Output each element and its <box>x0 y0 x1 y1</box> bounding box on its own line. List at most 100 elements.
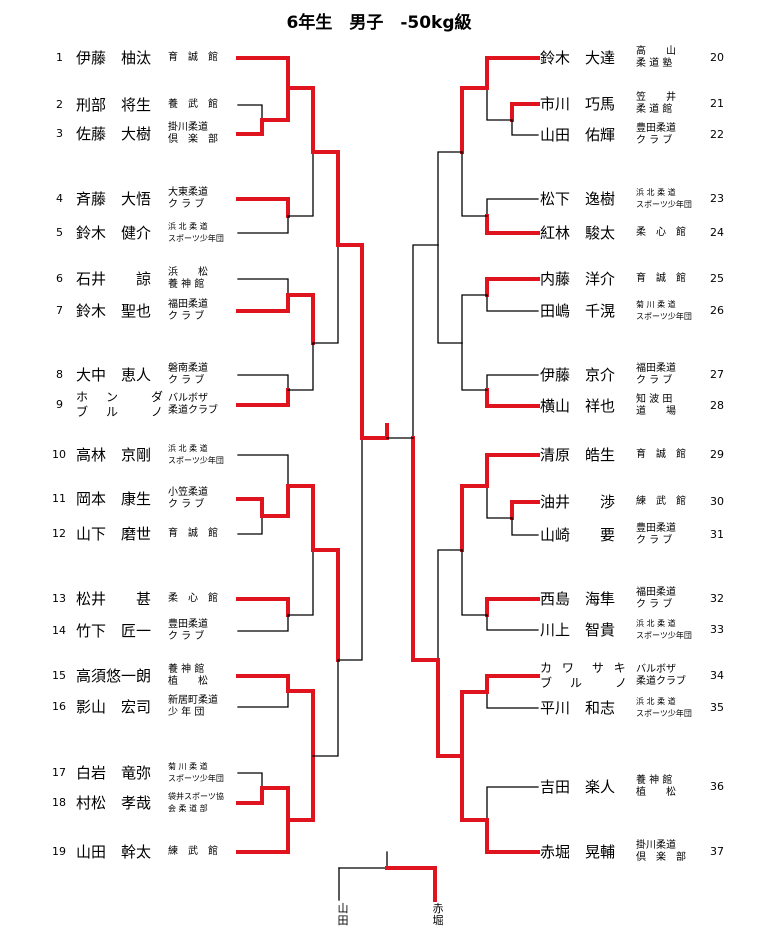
club-name: 浜 松養 神 館 <box>168 267 208 290</box>
bracket-line <box>286 86 315 154</box>
player-name: 赤堀 晃輔 <box>540 843 616 861</box>
club-name: 豊田柔道ク ラ ブ <box>168 619 208 642</box>
bracket-line <box>486 614 539 631</box>
seed-number: 11 <box>52 492 66 505</box>
player-name: 石井 諒 <box>76 270 152 288</box>
bracket-line <box>461 549 488 616</box>
player-name: 吉田 楽人 <box>540 778 616 796</box>
bracket-line <box>286 689 315 758</box>
seed-number: 7 <box>56 304 63 317</box>
seed-number: 9 <box>56 398 63 411</box>
bracket-line <box>286 484 315 552</box>
bracket-line <box>485 214 540 235</box>
seed-number: 19 <box>52 845 66 858</box>
bracket-line <box>236 293 290 313</box>
bracket-line <box>236 818 290 854</box>
seed-number: 15 <box>52 669 66 682</box>
player-name: 佐藤 大樹 <box>76 125 152 143</box>
club-name: 掛川柔道倶 楽 部 <box>636 840 686 863</box>
club-name: 豊田柔道ク ラ ブ <box>636 523 676 546</box>
club-name: 柔 心 館 <box>168 593 218 604</box>
club-name: 浜 北 柔 道スポーツ少年団 <box>168 222 224 243</box>
bracket-line <box>511 517 539 536</box>
club-name: 小笠柔道ク ラ ブ <box>168 487 208 510</box>
player-row: 14 竹下 匠一豊田柔道ク ラ ブ <box>0 616 758 646</box>
player-name: ホ ン ダブ ル ノ <box>76 390 167 419</box>
seed-number: 35 <box>710 701 724 714</box>
finalist-left-label: 山田 <box>337 902 349 927</box>
bracket-line <box>237 215 289 234</box>
bracket-line <box>236 197 290 218</box>
bracket-line <box>486 87 513 121</box>
bracket-line <box>486 485 513 519</box>
seed-number: 4 <box>56 192 63 205</box>
club-name: バルボザ柔道クラブ <box>168 393 218 416</box>
bracket-line <box>360 423 389 440</box>
club-name: 袋井スポーツ協会 柔 道 部 <box>168 792 224 813</box>
seed-number: 2 <box>56 98 63 111</box>
seed-number: 5 <box>56 226 63 239</box>
seed-number: 34 <box>710 669 724 682</box>
club-name: 練 武 館 <box>168 846 218 857</box>
bracket-line <box>461 342 488 391</box>
player-name: 山崎 要 <box>540 526 616 544</box>
player-name: 山田 幹太 <box>76 843 152 861</box>
seed-number: 8 <box>56 368 63 381</box>
seed-number: 33 <box>710 623 724 636</box>
bracket-line <box>260 484 290 518</box>
seed-number: 14 <box>52 624 66 637</box>
club-name: 菊 川 柔 道スポーツ少年団 <box>636 300 692 321</box>
player-name: 清原 皓生 <box>540 446 616 464</box>
player-name: 竹下 匠一 <box>76 622 152 640</box>
bracket-line <box>237 374 289 391</box>
player-name: 油井 渉 <box>540 493 616 511</box>
bracket-line <box>411 436 440 662</box>
seed-number: 36 <box>710 780 724 793</box>
club-name: 新居町柔道少 年 団 <box>168 695 218 718</box>
bracket-line <box>236 118 264 136</box>
seed-number: 26 <box>710 304 724 317</box>
seed-number: 29 <box>710 448 724 461</box>
seed-number: 13 <box>52 592 66 605</box>
bracket-line <box>486 374 539 391</box>
bracket-line <box>312 244 339 344</box>
seed-number: 3 <box>56 127 63 140</box>
bracket-line <box>337 437 363 661</box>
bracket-line <box>287 549 314 616</box>
bracket-line <box>287 342 314 391</box>
seed-number: 10 <box>52 448 66 461</box>
bracket-line <box>460 86 489 154</box>
club-name: 知 波 田道 場 <box>636 394 676 417</box>
bracket-line <box>485 453 540 488</box>
bracket-line <box>237 278 289 296</box>
seed-number: 12 <box>52 527 66 540</box>
bracket-line <box>485 277 540 297</box>
seed-number: 1 <box>56 51 63 64</box>
club-name: 育 誠 館 <box>636 449 686 460</box>
seed-number: 32 <box>710 592 724 605</box>
bracket-line <box>312 659 339 757</box>
club-name: バルボザ柔道クラブ <box>636 664 686 687</box>
bracket-line <box>311 150 340 247</box>
bracket-line <box>311 548 340 662</box>
bracket-line <box>486 294 539 312</box>
player-name: 鈴木 大達 <box>540 49 616 67</box>
bracket-line <box>437 549 463 661</box>
player-name: 高須悠一朗 <box>76 667 152 685</box>
bracket-line <box>385 866 437 902</box>
bracket-line <box>286 293 315 345</box>
bracket-line <box>236 786 264 805</box>
